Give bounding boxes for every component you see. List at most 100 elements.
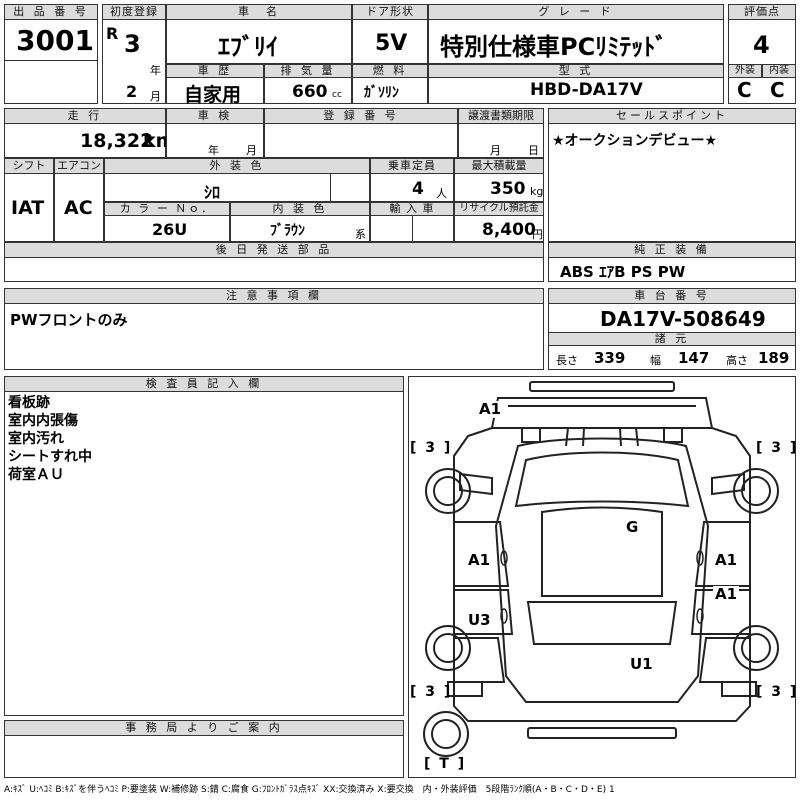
score-ext-value: C: [737, 78, 752, 102]
specs-header: 諸 元: [548, 332, 796, 346]
registration-header: 登 録 番 号: [264, 108, 458, 124]
mark-right-a1-lower: A1: [713, 585, 740, 603]
mark-front-a1: A1: [477, 400, 504, 418]
color-no-header: カ ラ ー Ｎｏ．: [104, 202, 230, 216]
tire-front-left: [ 3 ]: [410, 440, 453, 456]
inspector-note-line: 室内汚れ: [8, 431, 64, 447]
displacement-header: 排 気 量: [264, 64, 352, 78]
specs-width-label: 幅: [650, 354, 661, 367]
tire-rear-right: [ 3 ]: [756, 684, 799, 700]
capacity-value: 4: [412, 179, 424, 199]
specs-length-label: 長さ: [556, 354, 578, 367]
mileage-header: 走 行: [4, 108, 166, 124]
mark-rear-u1: U1: [628, 655, 655, 673]
first-reg-era: R: [106, 24, 119, 43]
car-name-header: 車 名: [166, 4, 352, 20]
displacement-unit: cc: [332, 90, 342, 100]
equipment-value: ABS ｴｱB PS PW: [560, 263, 686, 281]
mileage-value: 18,322: [80, 130, 154, 152]
lot-number: 3001: [16, 24, 94, 57]
fuel-value: ｶﾞｿﾘﾝ: [364, 85, 399, 101]
inspector-note-line: シートすれ中: [8, 449, 92, 465]
transfer-header: 譲渡書類期限: [458, 108, 544, 124]
history-value: 自家用: [184, 84, 242, 106]
specs-width: 147: [678, 349, 710, 367]
specs-length: 339: [594, 349, 626, 367]
tire-rear-left: [ 3 ]: [410, 684, 453, 700]
first-reg-month: 2: [126, 82, 138, 101]
interior-color-value: ﾌﾞﾗｳﾝ: [270, 223, 305, 239]
score-ext-header: 外装: [728, 64, 762, 78]
grade-value: 特別仕様車PCﾘﾐﾃｯﾄﾞ: [440, 33, 668, 61]
capacity-unit: 人: [436, 187, 447, 200]
inspector-notes: 看板跡室内内張傷室内汚れシートすれ中荷室ＡＵ: [8, 394, 92, 484]
mark-left-u3: U3: [466, 611, 493, 629]
inspector-note-line: 室内内張傷: [8, 413, 78, 429]
first-reg-year: 3: [124, 30, 141, 58]
grade-header: グ レ ー ド: [428, 4, 724, 20]
specs-height: 189: [758, 349, 790, 367]
score-int-header: 内装: [762, 64, 796, 78]
interior-color-header: 内 装 色: [230, 202, 370, 216]
sales-point-header: セールスポイント: [548, 108, 796, 124]
exterior-color-header: 外 装 色: [104, 158, 370, 174]
specs-height-label: 高さ: [726, 354, 748, 367]
history-header: 車 歴: [166, 64, 264, 78]
shift-header: シフト: [4, 158, 54, 174]
lot-box: [4, 4, 98, 104]
later-parts-header: 後 日 発 送 部 品: [4, 242, 544, 258]
interior-color-unit: 系: [355, 228, 366, 241]
tire-spare: [ T ]: [424, 756, 467, 772]
tire-front-right: [ 3 ]: [756, 440, 799, 456]
mark-right-a1: A1: [713, 551, 740, 569]
max-load-unit: kg: [530, 185, 544, 198]
damage-diagram-box: [408, 376, 796, 778]
score-int-value: C: [770, 78, 785, 102]
chassis-header: 車 台 番 号: [548, 288, 796, 304]
model-value: HBD-DA17V: [530, 80, 643, 100]
chassis-value: DA17V-508649: [600, 307, 766, 331]
recycle-unit: 円: [532, 228, 543, 241]
inspector-note-line: 看板跡: [8, 395, 50, 411]
aircon-header: エアコン: [54, 158, 104, 174]
sales-point-value: ★オークションデビュー★: [552, 133, 718, 149]
fuel-header: 燃 料: [352, 64, 428, 78]
import-divider: [412, 216, 413, 242]
transfer-month-unit: 月: [490, 144, 501, 157]
inspector-header: 検 査 員 記 入 欄: [4, 376, 404, 392]
lot-divider: [4, 60, 98, 61]
vehicle-diagram: [423, 381, 779, 757]
notes-value: PWフロントのみ: [10, 311, 128, 329]
sales-point-box: [548, 108, 796, 242]
score-header: 評価点: [728, 4, 796, 20]
mark-left-a1: A1: [466, 551, 493, 569]
exterior-color-divider: [330, 174, 331, 202]
first-reg-month-unit: 月: [150, 90, 161, 103]
inspection-year-unit: 年: [208, 144, 219, 157]
shift-value: IAT: [11, 197, 45, 219]
inspector-note-line: 荷室ＡＵ: [8, 467, 64, 483]
legend-text: A:ｷｽﾞ U:ﾍｺﾐ B:ｷｽﾞを伴うﾍｺﾐ P:要塗装 W:補修跡 S:錆 …: [4, 785, 615, 795]
model-header: 型 式: [428, 64, 724, 78]
transfer-day-unit: 日: [528, 144, 539, 157]
recycle-header: リサイクル預託金: [454, 202, 544, 216]
door-value: 5V: [375, 31, 408, 56]
color-no-value: 26U: [152, 220, 188, 239]
door-header: ドア形状: [352, 4, 428, 20]
car-name-value: ｴﾌﾞﾘｲ: [218, 33, 278, 61]
office-header: 事 務 局 よ り ご 案 内: [4, 720, 404, 736]
displacement-value: 660: [292, 82, 328, 102]
equipment-header: 純 正 装 備: [548, 242, 796, 258]
exterior-color-value: ｼﾛ: [204, 183, 221, 202]
first-reg-header: 初度登録: [102, 4, 166, 20]
aircon-value: AC: [64, 197, 93, 219]
inspection-header: 車 検: [166, 108, 264, 124]
max-load-value: 350: [490, 179, 526, 199]
recycle-value: 8,400: [482, 220, 536, 240]
lot-header: 出 品 番 号: [4, 4, 98, 20]
first-reg-box: [102, 4, 166, 104]
import-header: 輸 入 車: [370, 202, 454, 216]
mark-roof-g: G: [624, 518, 641, 536]
capacity-header: 乗車定員: [370, 158, 454, 174]
notes-header: 注 意 事 項 欄: [4, 288, 544, 304]
